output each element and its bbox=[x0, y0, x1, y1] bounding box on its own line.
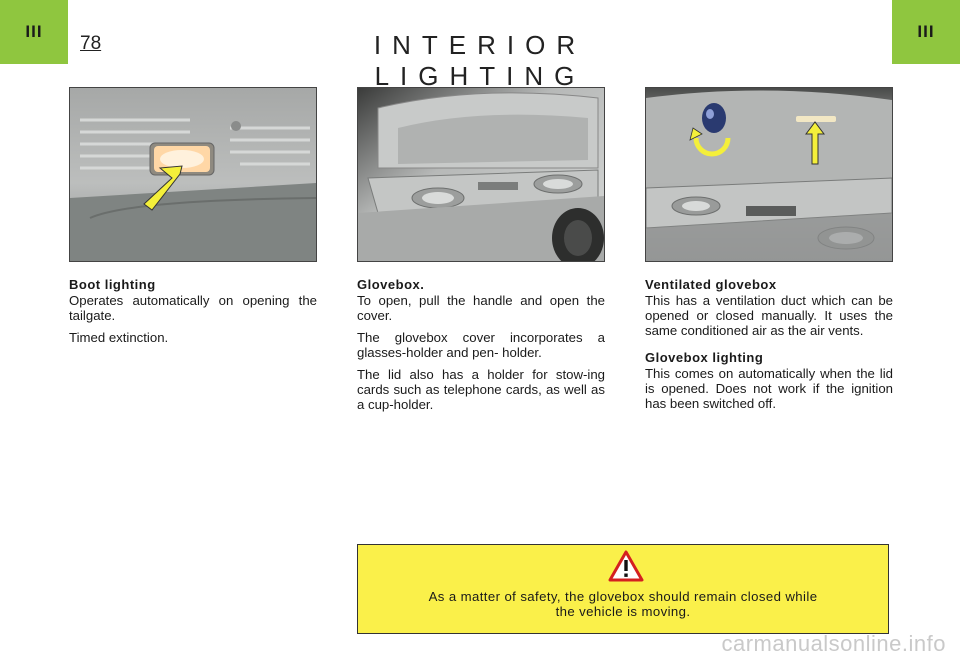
page-title: INTERIOR LIGHTING bbox=[373, 30, 587, 91]
chapter-label: III bbox=[25, 22, 43, 41]
ventilated-glovebox-section: Ventilated glovebox This has a ventilati… bbox=[645, 277, 893, 418]
boot-lighting-photo bbox=[69, 87, 317, 262]
chapter-tab-right: III bbox=[892, 0, 960, 64]
chapter-tab-left: III bbox=[0, 0, 68, 64]
glovebox-section: Glovebox. To open, pull the handle and o… bbox=[357, 277, 605, 419]
warning-text: As a matter of safety, the glovebox shou… bbox=[428, 589, 818, 619]
paragraph: Operates automatically on opening the ta… bbox=[69, 293, 317, 323]
paragraph: This has a ventilation duct which can be… bbox=[645, 293, 893, 338]
glovebox-photo bbox=[357, 87, 605, 262]
ventilated-glovebox-photo bbox=[645, 87, 893, 262]
paragraph: Timed extinction. bbox=[69, 330, 169, 345]
warning-icon bbox=[608, 550, 644, 582]
section-heading: Glovebox. bbox=[357, 277, 425, 292]
chapter-label: III bbox=[917, 22, 935, 41]
section-heading: Ventilated glovebox bbox=[645, 277, 777, 292]
section-heading: Boot lighting bbox=[69, 277, 156, 292]
paragraph: To open, pull the handle and open the co… bbox=[357, 293, 605, 323]
paragraph: The glovebox cover incorporates a glasse… bbox=[357, 330, 605, 360]
section-heading: Glovebox lighting bbox=[645, 350, 764, 365]
boot-lighting-section: Boot lighting Operates automatically on … bbox=[69, 277, 317, 352]
paragraph: This comes on automatically when the lid… bbox=[645, 366, 893, 411]
safety-warning-box: As a matter of safety, the glovebox shou… bbox=[357, 544, 889, 634]
paragraph: The lid also has a holder for stow-ing c… bbox=[357, 367, 605, 412]
page-number: 78 bbox=[80, 33, 102, 54]
watermark: carmanualsonline.info bbox=[721, 631, 946, 656]
